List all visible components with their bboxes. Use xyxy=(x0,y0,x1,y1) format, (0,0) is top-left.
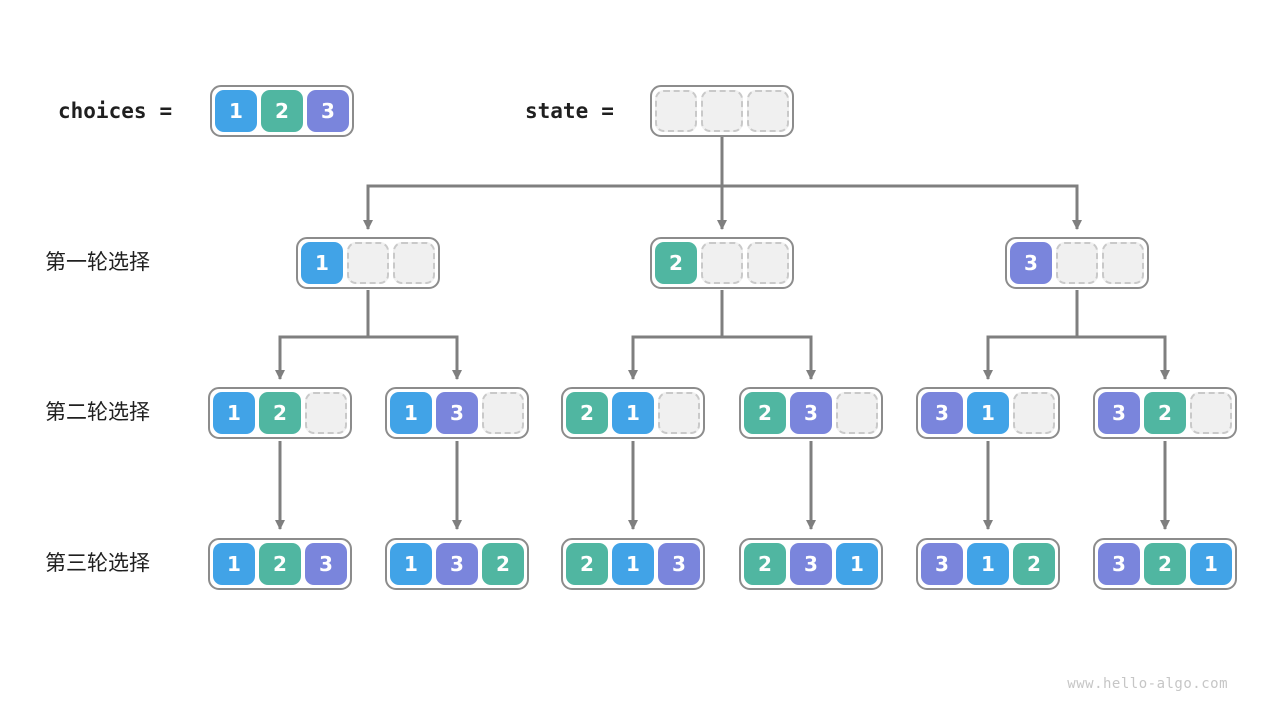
state-cell: 1 xyxy=(215,90,257,132)
edge-state-to-r1c1 xyxy=(363,184,722,230)
edge-r1c3-to-r2c5 xyxy=(983,290,1079,380)
equals-sign: = xyxy=(159,99,173,123)
state-cell: 3 xyxy=(1098,543,1140,585)
state-cell: 2 xyxy=(482,543,524,585)
empty-cell xyxy=(701,90,743,132)
empty-cell xyxy=(747,242,789,284)
empty-cell xyxy=(701,242,743,284)
state-cell: 3 xyxy=(1098,392,1140,434)
empty-cell xyxy=(747,90,789,132)
state-cell: 2 xyxy=(744,543,786,585)
state-cell: 3 xyxy=(436,392,478,434)
edge-r1c1-to-r2c1 xyxy=(275,290,370,380)
watermark: www.hello-algo.com xyxy=(1067,676,1228,692)
row-label-round-3: 第三轮选择 xyxy=(45,552,150,575)
equals-sign: = xyxy=(601,99,614,123)
edge-r1c3-to-r2c6 xyxy=(1075,290,1170,380)
state-cell: 2 xyxy=(655,242,697,284)
empty-cell xyxy=(305,392,347,434)
state-cell: 3 xyxy=(921,392,963,434)
state-cell: 2 xyxy=(1144,392,1186,434)
state-cell: 1 xyxy=(213,392,255,434)
state-r1-3: 3 xyxy=(1005,237,1149,289)
edge-r1c1-to-r2c2 xyxy=(366,290,462,380)
state-cell: 2 xyxy=(259,392,301,434)
state-cell: 3 xyxy=(305,543,347,585)
state-cell: 1 xyxy=(612,543,654,585)
state-cell: 3 xyxy=(1010,242,1052,284)
empty-cell xyxy=(393,242,435,284)
state-cell: 3 xyxy=(307,90,349,132)
state-cell: 2 xyxy=(261,90,303,132)
empty-cell xyxy=(655,90,697,132)
state-cell: 2 xyxy=(566,392,608,434)
state-cell: 1 xyxy=(836,543,878,585)
choices-label: choices = xyxy=(58,85,172,137)
empty-cell xyxy=(1013,392,1055,434)
state-r1-1: 1 xyxy=(296,237,440,289)
edge-state-to-r1c3 xyxy=(722,184,1082,230)
state-cell: 3 xyxy=(658,543,700,585)
state-cell: 1 xyxy=(390,543,432,585)
empty-cell xyxy=(1190,392,1232,434)
choices-keyword: choices xyxy=(58,99,147,123)
state-cell: 2 xyxy=(1013,543,1055,585)
state-cell: 1 xyxy=(967,543,1009,585)
state-cell: 1 xyxy=(301,242,343,284)
empty-cell xyxy=(836,392,878,434)
state-cell: 1 xyxy=(213,543,255,585)
state-cell: 3 xyxy=(921,543,963,585)
state-cell: 1 xyxy=(612,392,654,434)
state-array xyxy=(650,85,794,137)
state-cell: 3 xyxy=(436,543,478,585)
state-cell: 1 xyxy=(390,392,432,434)
empty-cell xyxy=(347,242,389,284)
state-cell: 1 xyxy=(967,392,1009,434)
empty-cell xyxy=(1102,242,1144,284)
state-cell: 2 xyxy=(259,543,301,585)
empty-cell xyxy=(1056,242,1098,284)
state-cell: 3 xyxy=(790,392,832,434)
state-keyword: state xyxy=(525,99,589,123)
state-cell: 2 xyxy=(1144,543,1186,585)
empty-cell xyxy=(482,392,524,434)
state-cell: 2 xyxy=(566,543,608,585)
edge-r1c2-to-r2c4 xyxy=(720,290,816,380)
row-label-round-1: 第一轮选择 xyxy=(45,251,150,274)
state-cell: 3 xyxy=(790,543,832,585)
state-cell: 1 xyxy=(1190,543,1232,585)
edge-r1c2-to-r2c3 xyxy=(628,290,724,380)
state-cell: 2 xyxy=(744,392,786,434)
state-r1-2: 2 xyxy=(650,237,794,289)
empty-cell xyxy=(658,392,700,434)
row-label-round-2: 第二轮选择 xyxy=(45,401,150,424)
state-label: state = xyxy=(525,85,614,137)
